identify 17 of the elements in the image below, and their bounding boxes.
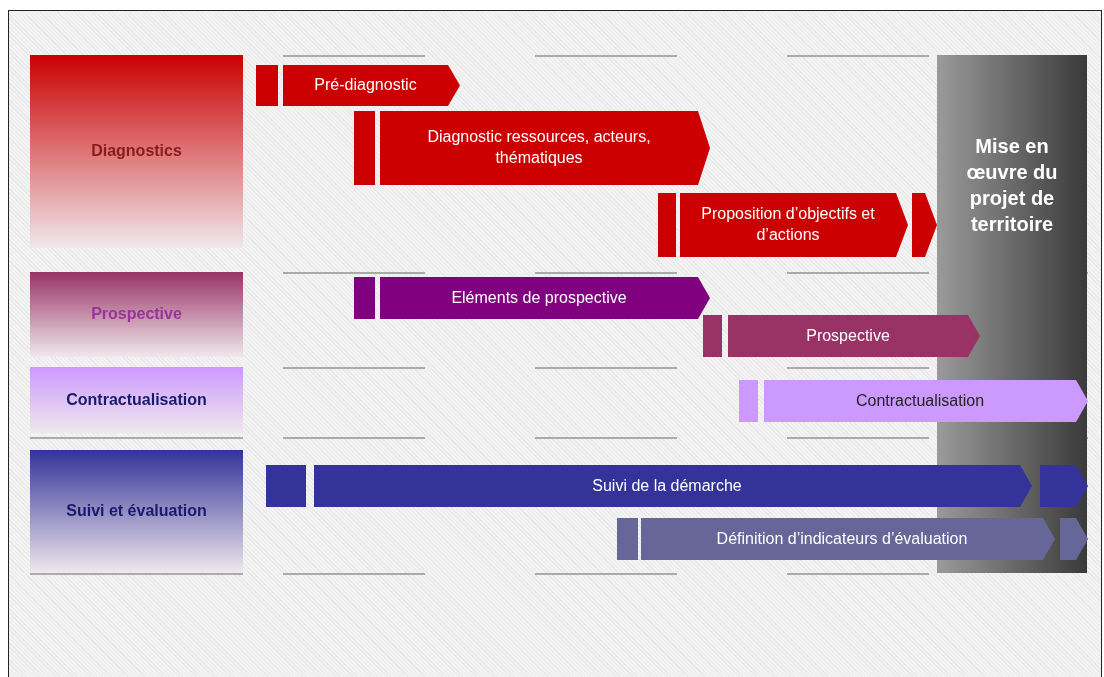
phase-label: Prospective <box>91 304 182 325</box>
phase-label: Diagnostics <box>91 141 182 162</box>
phase-label: Mise en œuvre du projet de territoire <box>965 134 1059 237</box>
bar-label: Prospective <box>806 325 890 346</box>
bar-label: Pré-diagnostic <box>314 75 417 96</box>
bar-label: Diagnostic ressources, acteurs, thématiques <box>426 127 652 168</box>
phase-box <box>30 272 243 357</box>
bar-label: Suivi de la démarche <box>592 475 742 496</box>
phase-label: Suivi et évaluation <box>66 501 207 522</box>
phase-box <box>30 55 243 248</box>
bar-label: Définition d’indicateurs d’évaluation <box>716 528 968 549</box>
phase-box <box>30 450 243 573</box>
phase-label: Contractualisation <box>66 389 207 410</box>
bar-label: Contractualisation <box>855 390 985 411</box>
bar-label: Eléments de prospective <box>451 287 627 308</box>
bar-label: Proposition d’objectifs et d’actions <box>700 204 876 245</box>
phase-box <box>30 367 243 433</box>
